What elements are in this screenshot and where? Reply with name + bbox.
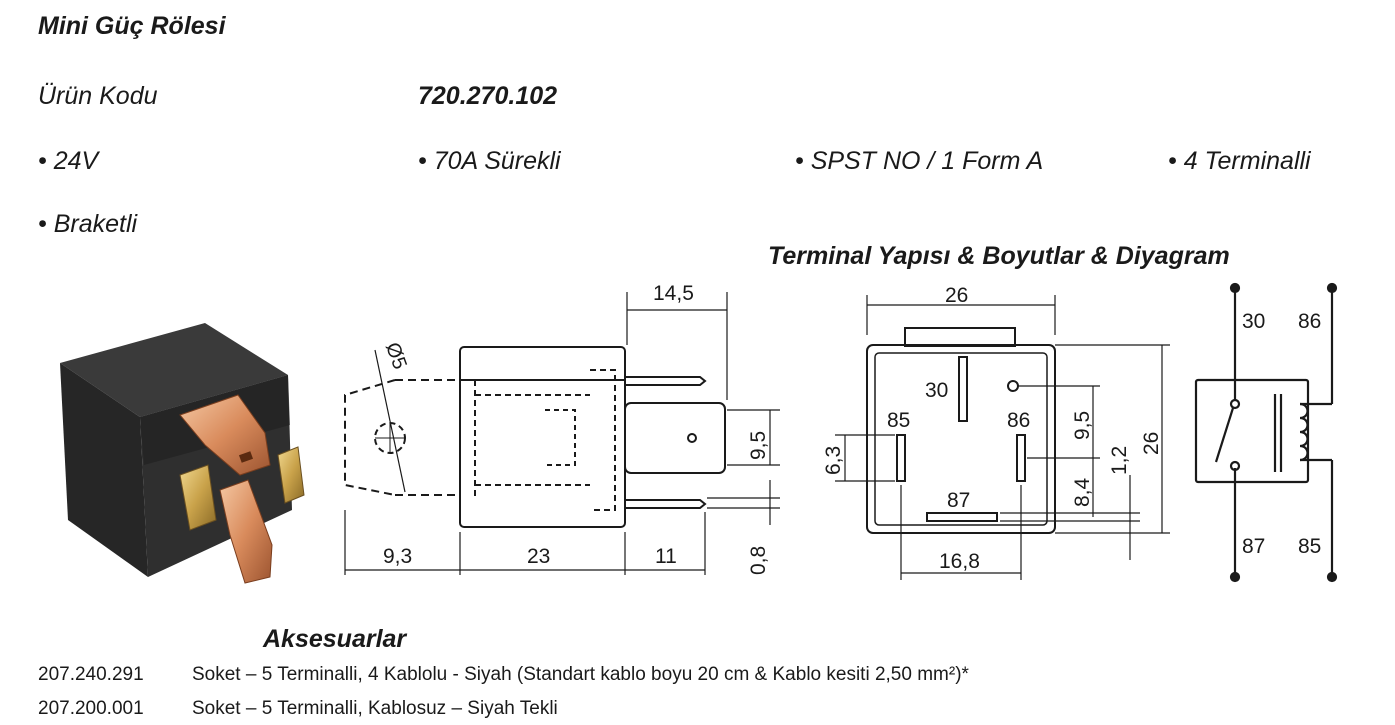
terminal-label-85: 85 [887, 409, 910, 432]
dim-front-top-width: 26 [945, 284, 968, 307]
feature-terminals: • 4 Terminalli [1168, 147, 1311, 175]
accessories-title: Aksesuarlar [263, 625, 407, 653]
schematic-label-85: 85 [1298, 535, 1321, 558]
dim-front-bottom-width: 16,8 [939, 550, 980, 573]
feature-contact-form: • SPST NO / 1 Form A [795, 147, 1044, 175]
relay-product-image [60, 323, 305, 584]
schematic-label-30: 30 [1242, 310, 1265, 333]
accessory-code: 207.240.291 [38, 664, 144, 685]
dim-terminal-thickness: 0,8 [747, 546, 770, 575]
dim-front-inner-height: 9,5 [1071, 411, 1094, 440]
wiring-schematic: 30 86 87 85 [1194, 282, 1338, 583]
accessory-row: 207.240.291 Soket – 5 Terminalli, 4 Kablo… [38, 664, 969, 686]
product-code-value: 720.270.102 [418, 82, 558, 110]
terminal-label-87: 87 [947, 489, 970, 512]
accessory-row: 207.200.001 Soket – 5 Terminalli, Kablosu… [38, 698, 558, 720]
dim-hole-diameter: Ø5 [381, 340, 411, 373]
diagram-title: Terminal Yapısı & Boyutlar & Diyagram [768, 242, 1230, 270]
front-view-drawing: 26 26 16,8 6,3 9,5 1,2 8,4 30 85 86 87 [822, 284, 1170, 580]
accessory-description: Soket – 5 Terminalli, Kablosuz – Siyah T… [192, 698, 558, 719]
terminal-label-30: 30 [925, 379, 948, 402]
page-title: Mini Güç Rölesi [38, 12, 226, 40]
product-code-label: Ürün Kodu [38, 82, 158, 110]
dim-bottom-mid: 23 [527, 545, 550, 568]
feature-voltage: • 24V [38, 147, 99, 175]
dim-bottom-left: 9,3 [383, 545, 412, 568]
dim-top-width: 14,5 [653, 282, 694, 305]
schematic-label-86: 86 [1298, 310, 1321, 333]
schematic-label-87: 87 [1242, 535, 1265, 558]
dim-right-height: 9,5 [747, 431, 770, 460]
accessory-code: 207.200.001 [38, 698, 144, 719]
dim-front-height: 26 [1140, 432, 1163, 455]
side-view-drawing: Ø5 14,5 9,5 9,3 23 11 0,8 [344, 282, 780, 575]
dim-bottom-right: 11 [655, 545, 677, 568]
dim-front-spacing-b: 8,4 [1071, 477, 1094, 507]
accessory-description: Soket – 5 Terminalli, 4 Kablolu - Siyah … [192, 664, 969, 685]
feature-current: • 70A Sürekli [418, 147, 561, 175]
terminal-label-86: 86 [1007, 409, 1030, 432]
dim-front-left-height: 6,3 [822, 446, 845, 475]
feature-bracket: • Braketli [38, 210, 138, 238]
dim-front-spacing-a: 1,2 [1108, 446, 1131, 475]
